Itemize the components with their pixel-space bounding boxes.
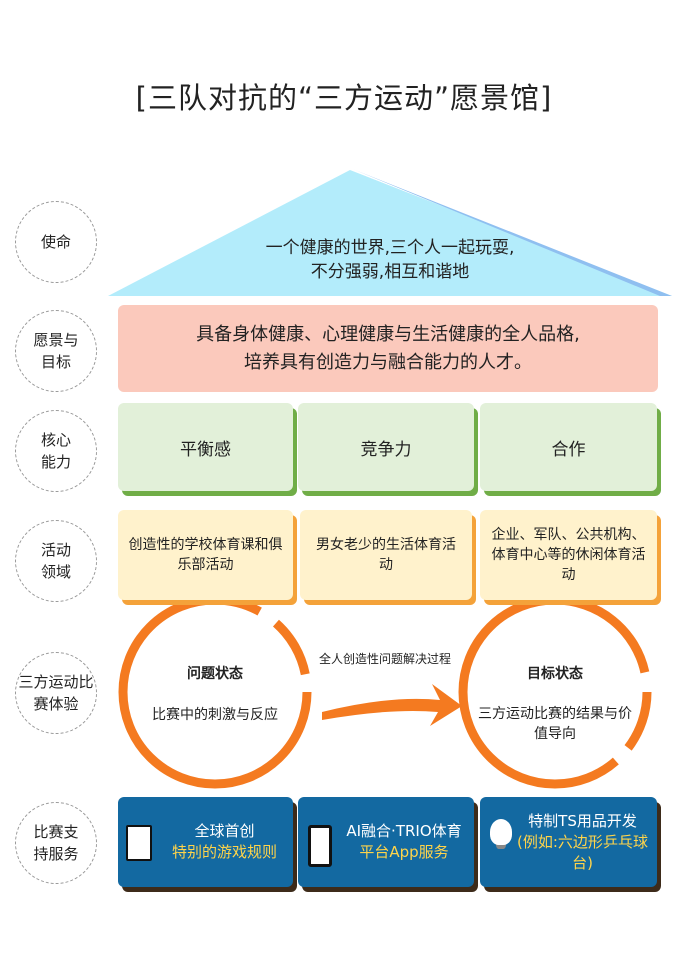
service-line: 特制TS用品开发 [528,811,637,830]
service-highlight: (例如:六边形乒乓球台) [517,832,648,872]
goal-state-ring [458,595,652,789]
label-text: 愿景与 目标 [33,331,79,371]
mission-line: 不分强弱,相互和谐地 [310,262,470,282]
vision-box: 具备身体健康、心理健康与生活健康的全人品格, 培养具有创造力与融合能力的人才。 [118,305,658,392]
core-balance: 平衡感 [118,403,293,491]
service-equipment: 特制TS用品开发 (例如:六边形乒乓球台) [480,797,657,887]
label-vision: 愿景与 目标 [15,310,97,392]
service-game-rules: 全球首创特别的游戏规则 [118,797,293,887]
label-core: 核心 能力 [15,410,97,492]
service-line: 全球首创 [194,822,255,840]
card-hand-icon [126,825,152,861]
core-competition: 竞争力 [298,403,474,491]
vision-line: 具备身体健康、心理健康与生活健康的全人品格, [196,323,580,345]
process-label: 全人创造性问题解决过程 [318,652,451,666]
roof-edge [350,168,672,296]
label-text: 活动 领域 [40,541,71,581]
goal-state-text: 三方运动比赛的结果与价值导向 [478,706,632,742]
service-line: AI融合·TRIO体育 [346,822,462,840]
mission-line: 一个健康的世界,三个人一起玩耍, [265,238,515,258]
label-areas: 活动 领域 [15,520,97,602]
area-school: 创造性的学校体育课和俱乐部活动 [118,510,293,600]
problem-state-text: 比赛中的刺激与反应 [152,707,278,723]
mission-text: 一个健康的世界,三个人一起玩耍, 不分强弱,相互和谐地 [200,236,580,284]
area-leisure: 企业、军队、公共机构、体育中心等的休闲体育活动 [480,510,657,600]
core-cooperation: 合作 [480,403,657,491]
area-life: 男女老少的生活体育活动 [300,510,472,600]
service-app: AI融合·TRIO体育平台App服务 [298,797,474,887]
label-text: 核心 能力 [40,431,71,471]
label-mission: 使命 [15,201,97,283]
vision-line: 培养具有创造力与融合能力的人才。 [244,351,532,373]
problem-state-title: 问题状态 [187,666,243,682]
service-highlight: 平台App服务 [359,843,449,861]
process-arrow [322,684,462,726]
label-text: 三方运动比 赛体验 [18,673,94,713]
label-text: 使命 [40,233,71,251]
page-title: [三队对抗的“三方运动”愿景馆] [135,81,553,115]
label-experience: 三方运动比 赛体验 [15,652,97,734]
lightbulb-icon [490,819,512,845]
service-highlight: 特别的游戏规则 [171,843,277,861]
problem-state-ring [118,595,312,789]
label-text: 比赛支 持服务 [33,823,79,863]
smartphone-touch-icon [308,825,332,867]
label-services: 比赛支 持服务 [15,802,97,884]
mission-roof [108,170,672,296]
goal-state-title: 目标状态 [527,666,583,682]
